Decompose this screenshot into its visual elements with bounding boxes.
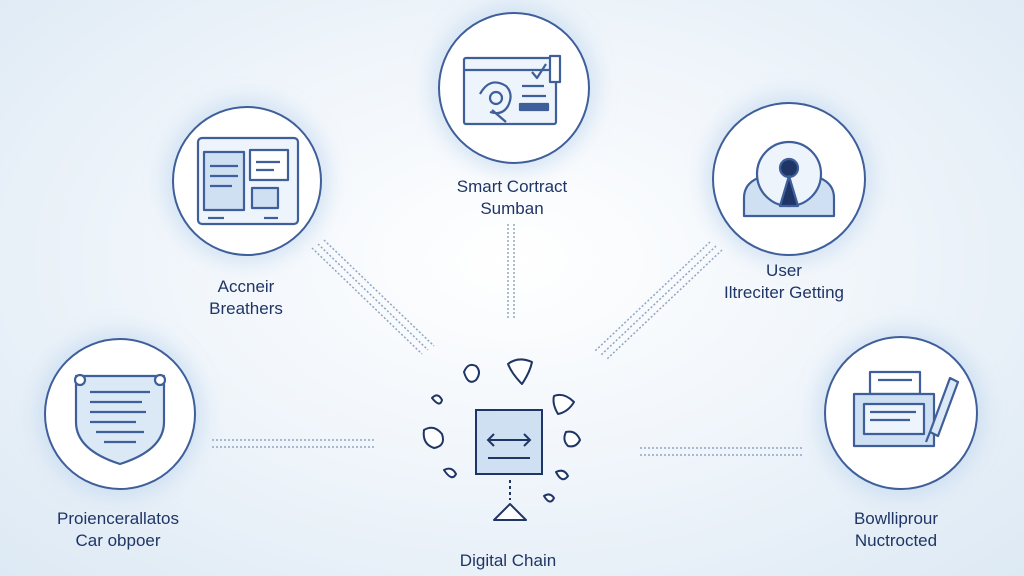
blob-6 — [563, 430, 581, 448]
shield-document-icon — [73, 373, 167, 466]
blob-7 — [443, 467, 457, 479]
blob-5 — [422, 426, 444, 449]
node-smart-contract — [438, 12, 590, 164]
node-output — [824, 336, 978, 490]
label-smart-contract: Smart Cortract Sumban — [456, 177, 568, 218]
hub-arrow-tip — [493, 503, 527, 521]
hub-box — [475, 409, 543, 475]
blob-3 — [431, 394, 443, 405]
bidirectional-arrow-icon — [486, 433, 532, 459]
label-access: Accneir Breathers — [209, 277, 283, 318]
blob-2 — [507, 358, 533, 385]
label-output: Bowlliprour Nuctrocted — [853, 509, 939, 550]
node-access — [172, 106, 322, 256]
node-user — [712, 102, 866, 256]
blob-9 — [543, 493, 555, 503]
blob-8 — [555, 469, 569, 481]
blob-4 — [552, 393, 575, 415]
node-protection — [44, 338, 196, 490]
documents-panel-icon — [196, 136, 300, 226]
label-user: User Iltreciter Getting — [724, 261, 844, 302]
user-profile-icon — [742, 140, 836, 218]
contract-screen-icon — [462, 54, 562, 126]
label-protection: Proiencerallatos Car obpoer — [57, 509, 179, 550]
printer-pen-icon — [852, 370, 960, 448]
blob-1 — [463, 363, 480, 383]
label-hub: Digital Chain — [459, 551, 557, 570]
